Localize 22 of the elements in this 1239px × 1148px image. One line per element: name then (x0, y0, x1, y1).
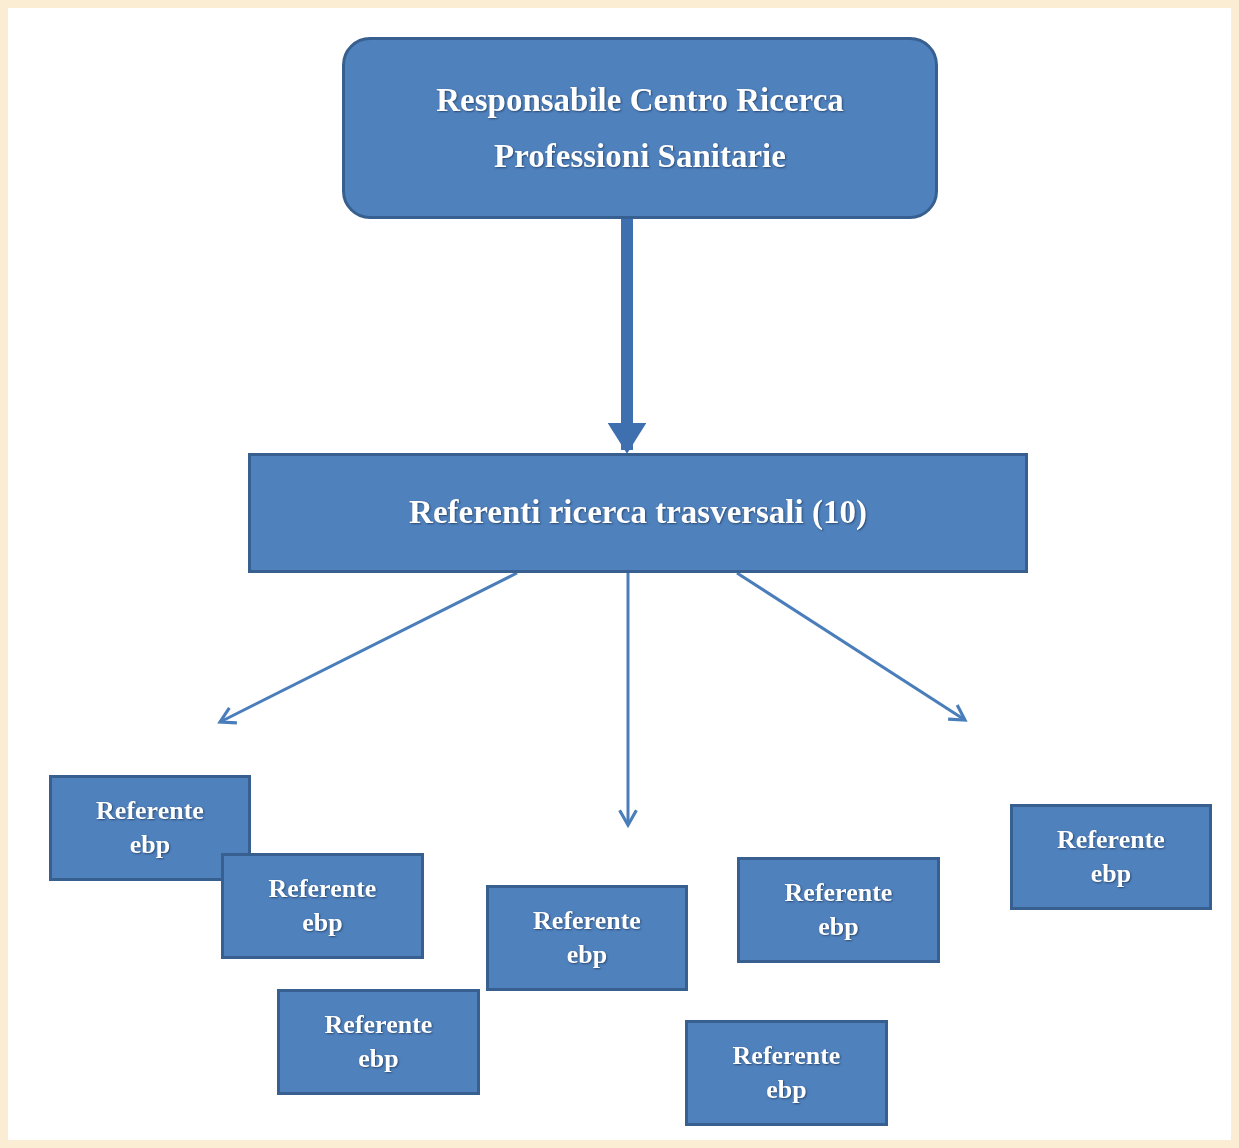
arrow (618, 573, 638, 827)
box-label: Referente ebp (783, 877, 894, 943)
box-label: Referenti ricerca trasversali (10) (409, 493, 867, 533)
process-box (1010, 804, 1212, 910)
arrow (607, 219, 647, 454)
box-label: Referente ebp (731, 1040, 842, 1106)
box-label: Responsabile Centro Ricerca Professioni Sanitarie (435, 81, 845, 176)
box-label: Referente ebp (323, 1009, 434, 1075)
box-label: Referente ebp (95, 795, 205, 861)
process-box (486, 885, 688, 991)
box-label: Referente ebp (267, 873, 378, 939)
arrow (218, 571, 518, 725)
process-box (342, 37, 938, 219)
box-label: Referente ebp (1056, 824, 1166, 890)
process-box (737, 857, 940, 963)
process-box (685, 1020, 888, 1126)
process-box (49, 775, 251, 881)
box-label: Referente ebp (532, 905, 642, 971)
process-box (221, 853, 424, 959)
process-box (248, 453, 1028, 573)
arrow (736, 571, 967, 722)
process-box (277, 989, 480, 1095)
